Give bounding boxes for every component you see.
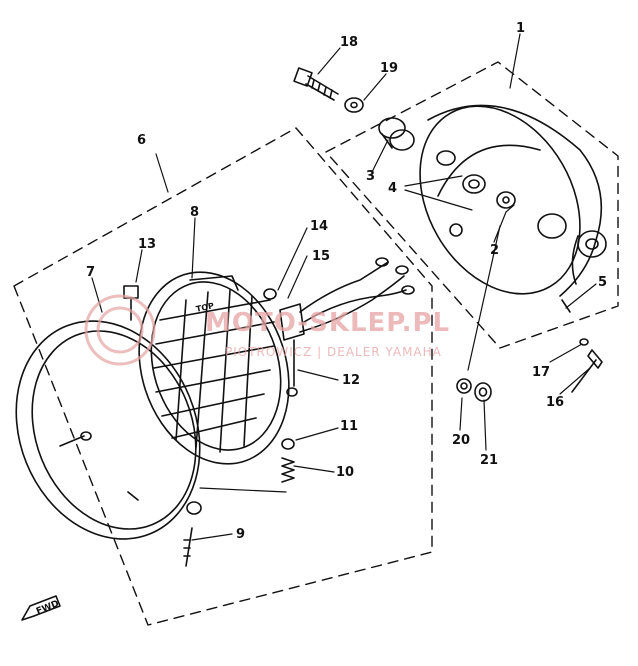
screw-16-part [571, 349, 603, 393]
callout-10: 10 [336, 465, 355, 480]
callout-2: 2 [490, 243, 500, 258]
callout-15: 15 [312, 249, 331, 264]
headlight-rim [15, 320, 202, 540]
callout-18: 18 [340, 35, 359, 50]
callout-7: 7 [86, 265, 96, 280]
callout-9: 9 [236, 527, 246, 542]
sealed-beam-unit [138, 271, 290, 465]
callout-6: 6 [137, 133, 147, 148]
callout-12: 12 [342, 373, 361, 388]
callout-19: 19 [380, 61, 399, 76]
bolt-part [293, 67, 339, 101]
callout-1: 1 [516, 21, 526, 36]
group-box-rim-assembly [13, 127, 433, 626]
callout-14: 14 [310, 219, 329, 234]
callout-4: 4 [388, 181, 398, 196]
grommet-part [378, 117, 415, 151]
watermark-logo-icon [84, 294, 156, 366]
callout-3: 3 [366, 169, 376, 184]
watermark-sub: PIOTROWICZ | DEALER YAMAHA [225, 345, 442, 359]
washer-20-part [456, 378, 472, 394]
fwd-arrow-icon [21, 595, 61, 621]
connector-wires [279, 257, 415, 397]
callout-17: 17 [532, 365, 551, 380]
callout-16: 16 [546, 395, 565, 410]
watermark-main: MOTO-SKLEP.PL [205, 308, 451, 338]
callout-21: 21 [480, 453, 499, 468]
nut-14-part [263, 288, 277, 300]
nut-21-part [474, 382, 492, 402]
callout-13: 13 [138, 237, 157, 252]
group-box-housing [325, 61, 619, 349]
callout-20: 20 [452, 433, 471, 448]
headlight-housing [419, 104, 607, 297]
screw-9-part [183, 527, 193, 567]
callout-8: 8 [190, 205, 200, 220]
washer-part [344, 97, 364, 113]
callout-11: 11 [340, 419, 359, 434]
spring-part [281, 457, 295, 483]
callout-5: 5 [598, 275, 608, 290]
